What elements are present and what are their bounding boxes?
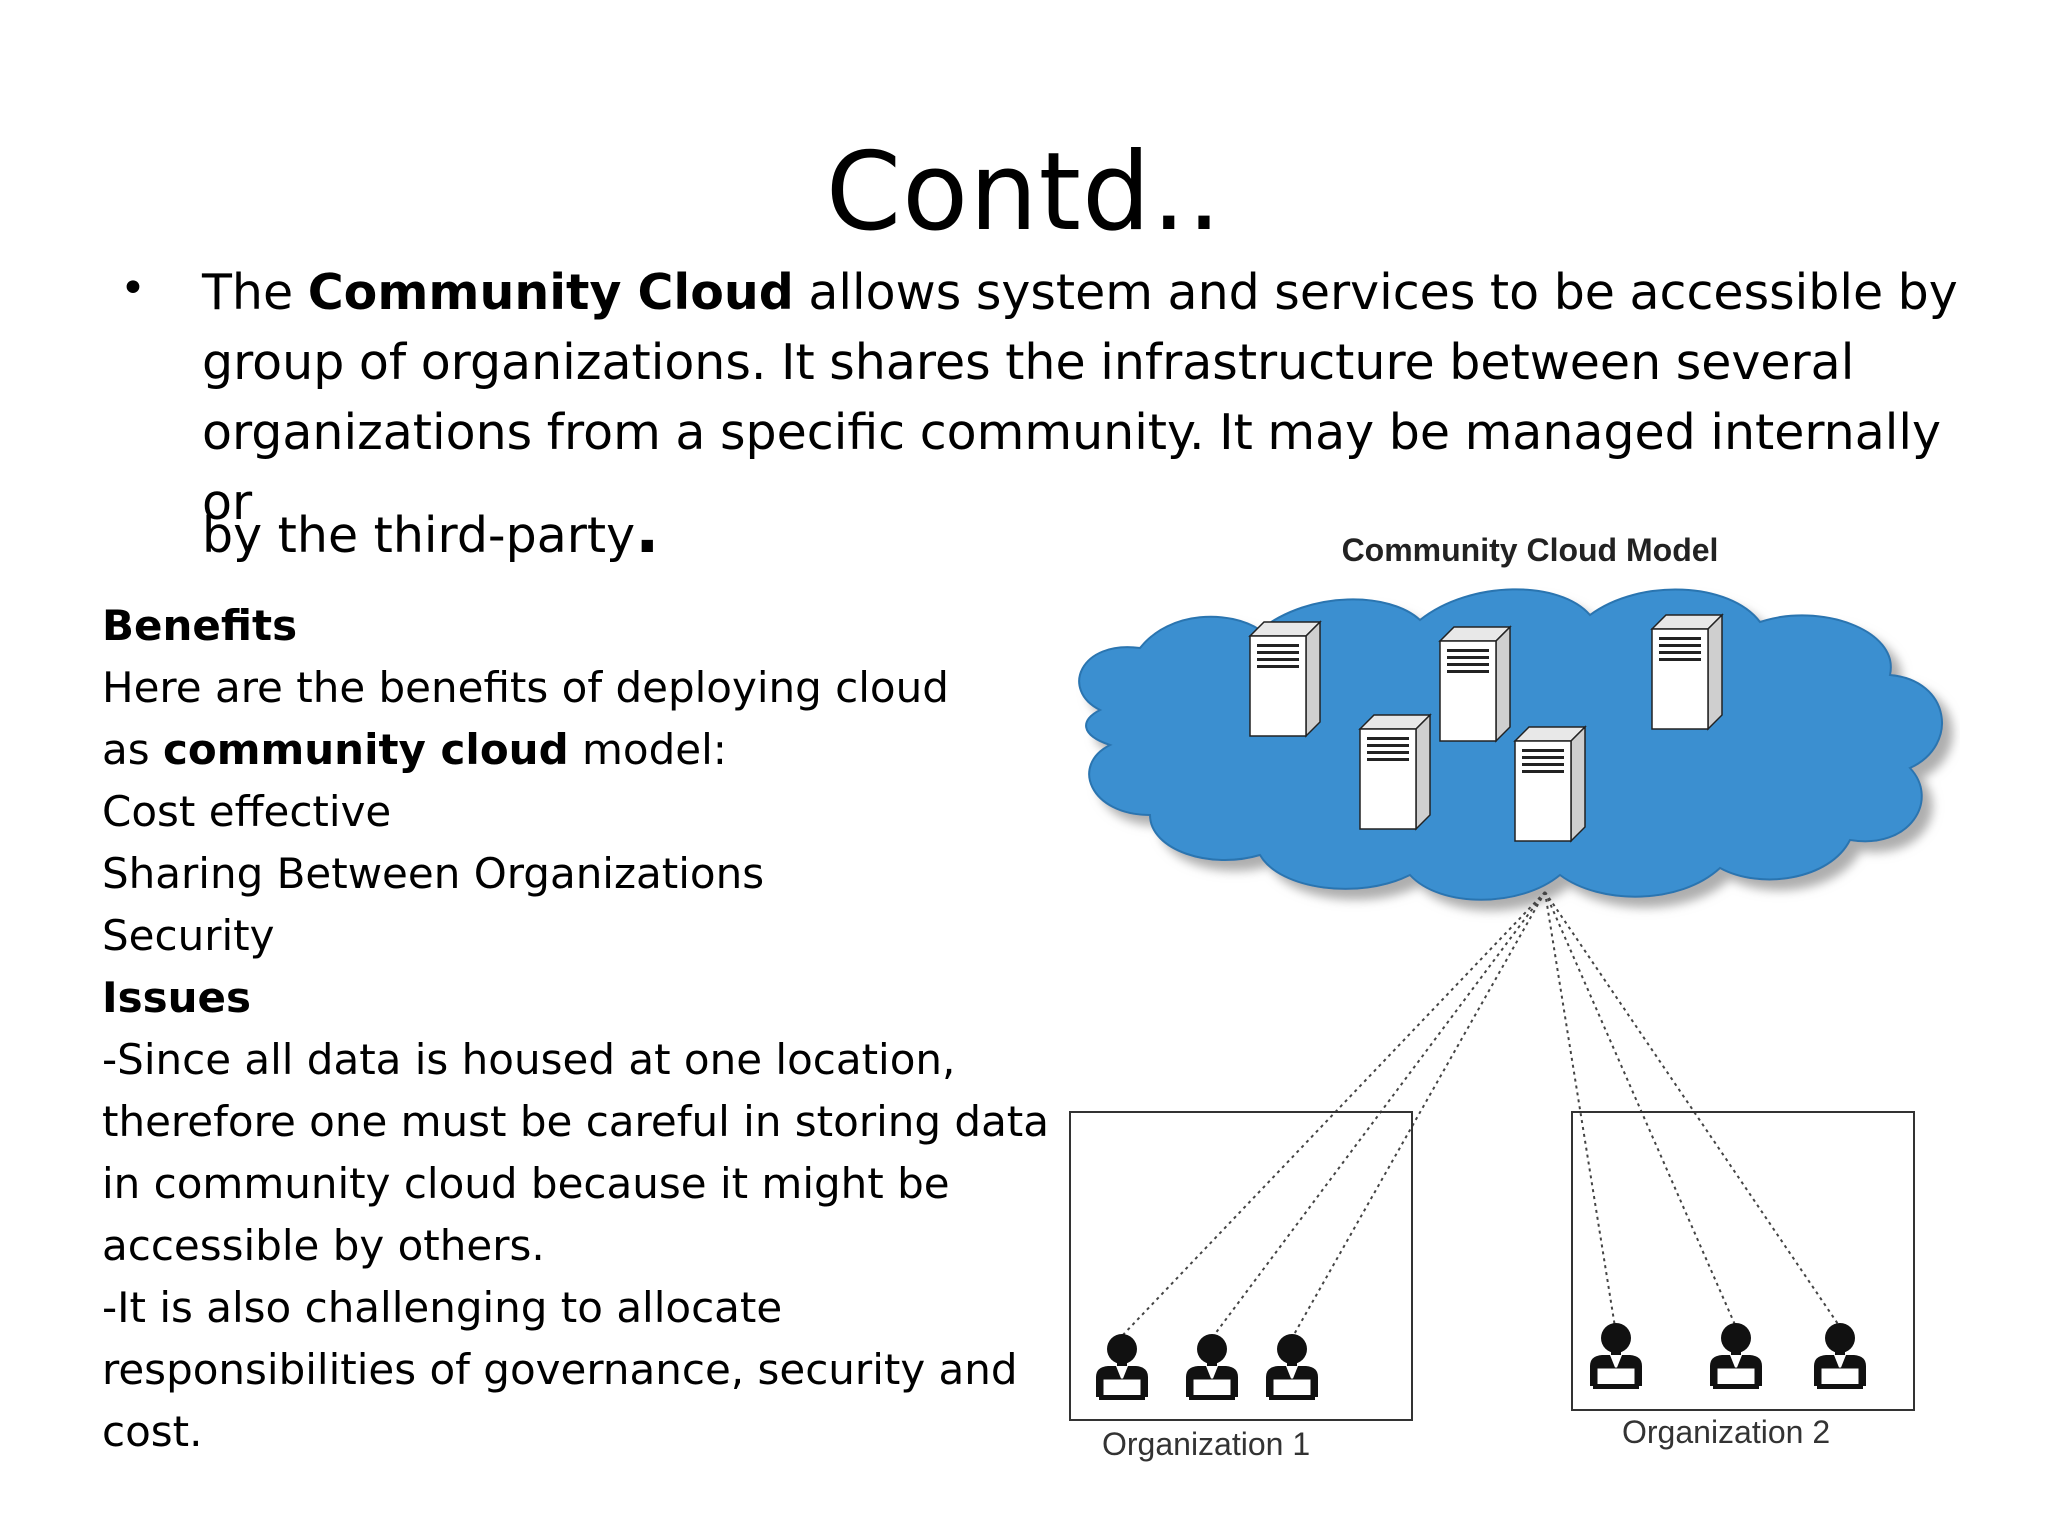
issues-line: therefore one must be careful in storing… [102, 1097, 1050, 1146]
user-icon [1589, 1322, 1643, 1390]
organization-2-label: Organization 2 [1622, 1414, 1831, 1450]
bullet-text: The Community Cloud allows system and se… [202, 258, 2002, 538]
diagram-title: Community Cloud Model [1341, 532, 1719, 568]
user-icon [1709, 1322, 1763, 1390]
organization-2-box [1571, 1111, 1915, 1411]
organization-1-label: Organization 1 [1102, 1426, 1311, 1462]
issues-heading: Issues [102, 973, 252, 1022]
organization-1-box [1069, 1111, 1413, 1421]
issues-line: accessible by others. [102, 1221, 545, 1270]
issues-line: -It is also challenging to allocate [102, 1283, 783, 1332]
diagram-svg [1069, 588, 1944, 1421]
server-icon [1651, 614, 1723, 730]
bullet-pre: The [202, 264, 308, 321]
benefit-item: Security [102, 911, 275, 960]
slide-title: Contd.. [825, 130, 1223, 255]
connection-lines [1119, 891, 1841, 1339]
benefit-item: Sharing Between Organizations [102, 849, 765, 898]
user-icon [1185, 1333, 1239, 1401]
user-icon [1813, 1322, 1867, 1390]
benefits-line-2: as community cloud model: [102, 719, 1062, 781]
bullet-marker: • [120, 263, 146, 314]
bullet-bold-term: Community Cloud [307, 264, 794, 321]
bullet-last-dot: . [635, 494, 660, 568]
benefits-line-1: Here are the benefits of deploying cloud [102, 663, 949, 712]
bullet-last-text: by the third-party [202, 507, 636, 564]
benefits-line-2-bold: community cloud [162, 725, 569, 774]
bullet-last-line: by the third-party. [202, 496, 659, 571]
issues-line: -Since all data is housed at one locatio… [102, 1035, 956, 1084]
issues-line: in community cloud because it might be [102, 1159, 950, 1208]
bullet-rest: allows system and services to be accessi… [202, 264, 1958, 531]
benefits-line-2-post: model: [568, 725, 727, 774]
benefits-heading: Benefits [102, 601, 298, 650]
server-icon [1249, 621, 1321, 737]
user-icon [1095, 1333, 1149, 1401]
issues-line: responsibilities of governance, security… [102, 1345, 1018, 1394]
benefits-line-2-pre: as [102, 725, 163, 774]
server-icon [1439, 626, 1511, 742]
server-icon [1514, 726, 1586, 842]
community-cloud-diagram: Community Cloud Model Organization 1 Org… [1060, 530, 1960, 1480]
user-icon [1265, 1333, 1319, 1401]
server-icon [1359, 714, 1431, 830]
benefits-issues-column: Benefits Here are the benefits of deploy… [102, 595, 1062, 1463]
issues-line: cost. [102, 1407, 203, 1456]
benefit-item: Cost effective [102, 787, 392, 836]
